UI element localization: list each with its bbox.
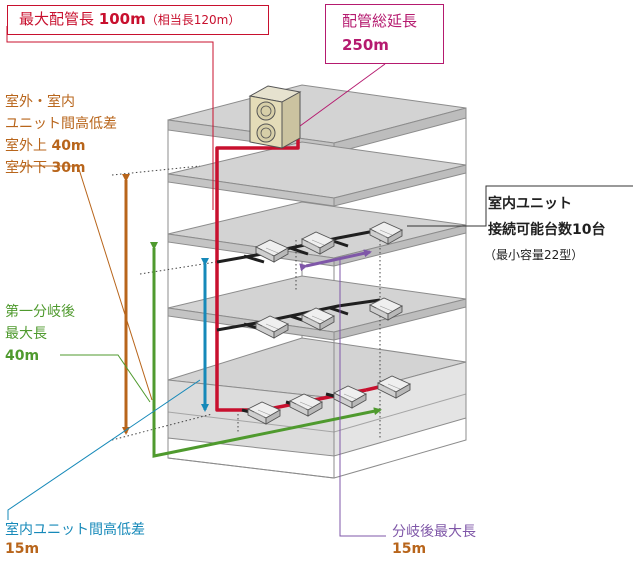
max-pipe-length-value: 100m bbox=[98, 10, 146, 28]
total-pipe-length-leader bbox=[299, 63, 386, 127]
height-diff-title-2: ユニット間高低差 bbox=[5, 116, 117, 132]
max-pipe-length-label: 最大配管長 100m（相当長120m） bbox=[19, 10, 240, 28]
total-pipe-length-title: 配管総延長 bbox=[342, 12, 418, 30]
indoor-height-arrow bbox=[7, 258, 209, 520]
indoor-units-title-1: 室内ユニット bbox=[488, 196, 572, 212]
first-branch-value: 40m bbox=[5, 348, 40, 364]
indoor-units-leader bbox=[407, 185, 633, 227]
total-pipe-length-box bbox=[325, 4, 444, 64]
first-branch-title-2: 最大長 bbox=[5, 326, 47, 342]
branch-max-title: 分岐後最大長 bbox=[392, 524, 476, 540]
outdoor-above-label: 室外上 bbox=[5, 138, 47, 154]
first-branch-max-length-arrow bbox=[60, 242, 382, 458]
outdoor-below-value: 30m bbox=[51, 160, 86, 176]
max-pipe-length-box bbox=[7, 5, 269, 35]
outdoor-indoor-height-arrow bbox=[14, 165, 153, 435]
branch-max-length-arrow bbox=[299, 249, 386, 537]
outdoor-below-row: 室外下 30m bbox=[5, 160, 86, 177]
max-pipe-length-title: 最大配管長 bbox=[19, 10, 95, 28]
outdoor-below-label: 室外下 bbox=[5, 160, 47, 176]
indoor-height-title: 室内ユニット間高低差 bbox=[5, 522, 145, 538]
outdoor-above-row: 室外上 40m bbox=[5, 138, 86, 155]
indoor-units-title-2: 接続可能台数10台 bbox=[488, 222, 606, 238]
indoor-height-value: 15m bbox=[5, 541, 40, 557]
outdoor-unit-icon bbox=[248, 85, 302, 149]
total-pipe-length-value: 250m bbox=[342, 36, 389, 54]
height-diff-title-1: 室外・室内 bbox=[5, 94, 75, 110]
indoor-units-note: （最小容量22型） bbox=[484, 248, 584, 262]
max-pipe-length-note: （相当長120m） bbox=[145, 13, 241, 27]
outdoor-above-value: 40m bbox=[51, 138, 86, 154]
branch-max-value: 15m bbox=[392, 541, 427, 557]
first-branch-title-1: 第一分岐後 bbox=[5, 304, 75, 320]
